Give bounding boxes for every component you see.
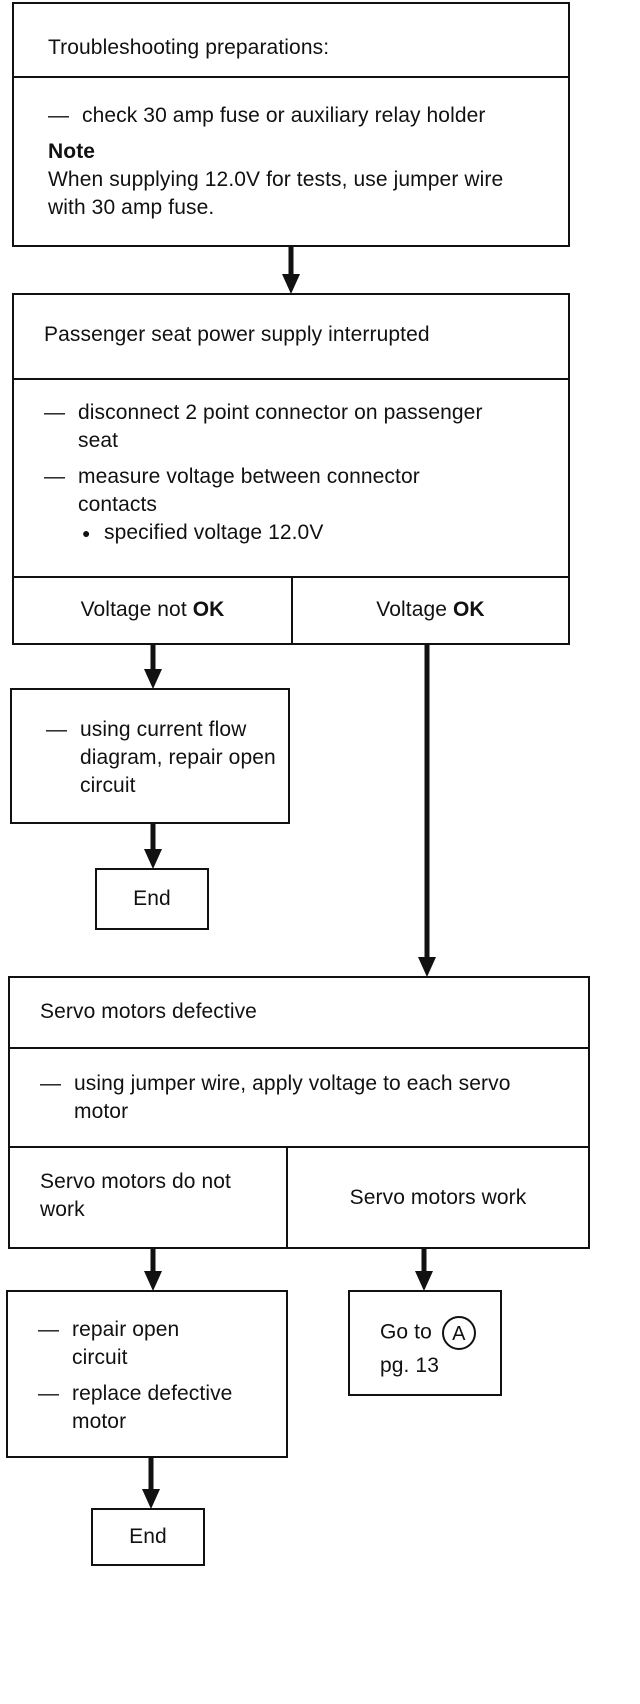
power-divider-1 (14, 378, 568, 380)
power-step-2: measure voltage between connector contac… (44, 463, 498, 519)
prep-content: check 30 amp fuse or auxiliary relay hol… (48, 102, 558, 222)
arrowhead-prep-to-power (282, 274, 300, 294)
prep-note-text: When supplying 12.0V for tests, use jump… (48, 168, 504, 219)
repair-circuit-content: using current flow diagram, repair open … (46, 716, 276, 800)
end-box-2: End (91, 1508, 205, 1566)
power-title: Passenger seat power supply interrupted (44, 323, 430, 346)
prep-title: Troubleshooting preparations: (48, 36, 330, 59)
servo-divider-2 (10, 1146, 588, 1148)
repair-motor-content: repair open circuit replace defective mo… (38, 1316, 278, 1436)
prep-step: check 30 amp fuse or auxiliary relay hol… (48, 102, 558, 130)
arrowhead-repair2-to-end (142, 1489, 160, 1509)
servo-divider-1 (10, 1047, 588, 1049)
prep-divider (14, 76, 568, 78)
arrowhead-servofail-to-repair (144, 1271, 162, 1291)
arrowhead-repair-to-end (144, 849, 162, 869)
branch-voltage-ok: Voltage OK (376, 598, 485, 621)
power-box: Passenger seat power supply interrupted … (12, 293, 570, 645)
arrowhead-notok-to-repair (144, 669, 162, 689)
servo-branch-split (286, 1146, 288, 1247)
power-branch-split (291, 576, 293, 643)
goto-box: Go to A pg. 13 (348, 1290, 502, 1396)
repair-motor-step-2: replace defective motor (38, 1380, 272, 1436)
branch-servo-ok: Servo motors work (349, 1186, 527, 1209)
servo-step: using jumper wire, apply voltage to each… (40, 1070, 534, 1126)
servo-title: Servo motors defective (40, 1000, 257, 1023)
circle-a-badge: A (441, 1316, 476, 1350)
power-bullet: specified voltage 12.0V (44, 519, 544, 547)
goto-page: pg. 13 (380, 1354, 439, 1377)
repair-circuit-box: using current flow diagram, repair open … (10, 688, 290, 824)
branch-voltage-not-ok: Voltage not OK (80, 598, 225, 621)
end-label-2: End (129, 1525, 167, 1548)
branch-servo-fail: Servo motors do not work (40, 1170, 231, 1221)
end-box-1: End (95, 868, 209, 930)
power-step-1: disconnect 2 point connector on passenge… (44, 399, 528, 455)
power-content: disconnect 2 point connector on passenge… (44, 399, 544, 547)
arrowhead-ok-to-servo (418, 957, 436, 977)
servo-content: using jumper wire, apply voltage to each… (40, 1070, 540, 1126)
arrowhead-servook-to-goto (415, 1271, 433, 1291)
servo-box: Servo motors defective using jumper wire… (8, 976, 590, 1249)
repair-circuit-step: using current flow diagram, repair open … (46, 716, 276, 800)
repair-motor-step-1: repair open circuit (38, 1316, 232, 1372)
goto-line-1: Go to A (380, 1316, 476, 1350)
end-label-1: End (133, 887, 171, 910)
prep-box: Troubleshooting preparations: check 30 a… (12, 2, 570, 247)
prep-note-label: Note (48, 140, 96, 163)
repair-motor-box: repair open circuit replace defective mo… (6, 1290, 288, 1458)
